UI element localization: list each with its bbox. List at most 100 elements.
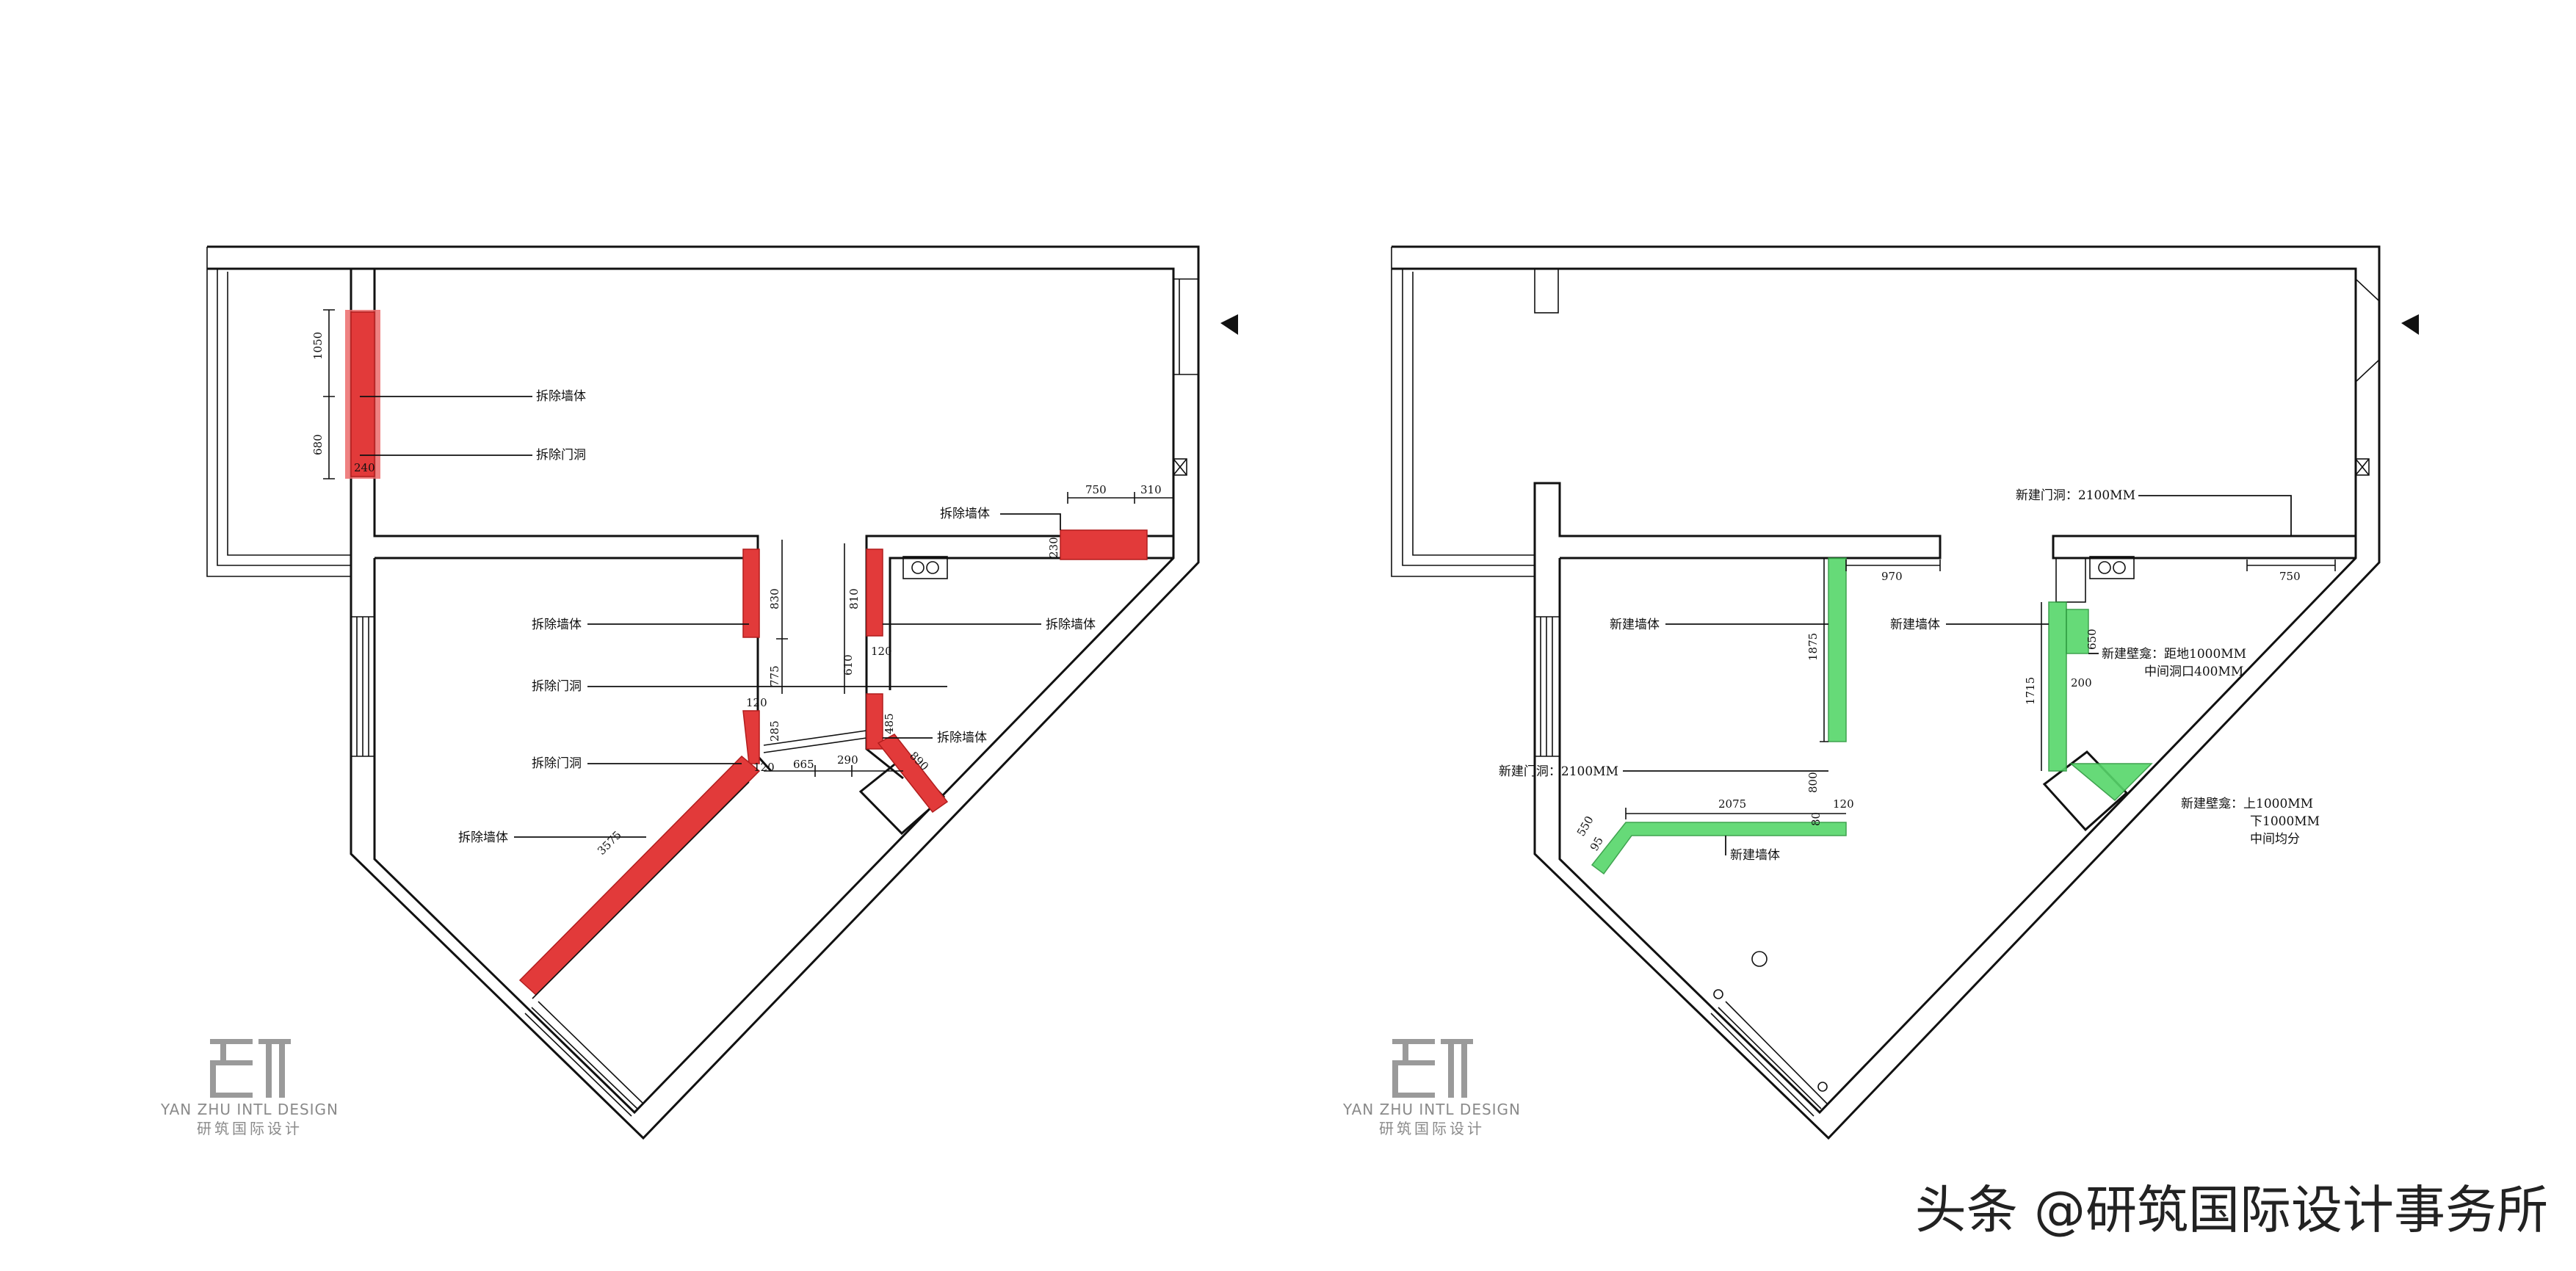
label-remove-wall-6: 拆除墙体 [937,731,987,745]
vent-cross-r [2355,458,2370,476]
label-new-wall-1: 新建墙体 [1610,618,1660,632]
label-niche-2b: 下1000MM [2250,814,2320,829]
dim-830: 830 [768,588,781,609]
window-right [1173,278,1198,375]
label-new-door-left: 新建门洞：2100MM [1499,764,1618,779]
partition-right-r [2052,535,2356,560]
label-remove-door-2: 拆除门洞 [532,679,582,694]
dim-line-bottom-center [764,765,903,777]
column-r [1534,268,1559,314]
demolish-wall-top-right [1060,529,1148,560]
dim-285: 285 [768,720,781,742]
label-remove-wall-2: 拆除墙体 [940,507,990,521]
dim-r-970: 970 [1881,570,1903,583]
brand-logo-icon [1392,1039,1473,1098]
corridor-door [763,730,867,753]
dim-line-top-right [1067,492,1174,504]
floor-drain-1 [1751,951,1768,967]
outer-wall [207,245,1200,1140]
balcony-lines [206,247,351,577]
inner-wall-r [1392,267,2357,1115]
dim-r-2075: 2075 [1718,797,1746,811]
small-room-r [2042,750,2129,832]
dim-120-c: 120 [753,761,775,774]
sink-bowl-r2 [2113,561,2126,574]
dim-r-120: 120 [1833,797,1854,811]
new-niche-2 [2069,763,2153,802]
window-left [351,616,375,757]
north-arrow-icon [2401,314,2419,335]
dim-r-1875: 1875 [1806,633,1820,661]
new-build-plan: 新建门洞：2100MM 新建墙体 新建墙体 新建壁龛：距地1000MM 中间洞口… [1391,245,2419,1140]
watermark-text: 头条 @研筑国际设计事务所 [1915,1180,2548,1240]
label-remove-wall-1: 拆除墙体 [536,389,586,404]
inner-wall [207,267,1175,1115]
brand-logo-icon [210,1039,291,1098]
dim-line-diagonal [532,781,750,999]
logo-caption-en: YAN ZHU INTL DESIGN [160,1101,339,1118]
demolish-wall-vertical-core [350,311,375,477]
dim-290: 290 [837,753,858,767]
label-niche-1a: 新建壁龛：距地1000MM [2102,647,2246,662]
demolish-wall-diagonal [518,755,761,996]
dim-r-1715: 1715 [2024,677,2037,705]
sink-bowl-1 [911,561,925,574]
dim-line-r2 [2246,560,2336,571]
logo-caption-cn: 研筑国际设计 [197,1120,303,1137]
dim-310: 310 [1140,483,1162,496]
leader-r1 [2138,495,2292,536]
dim-r-650: 650 [2085,629,2099,650]
sink-fixture [902,556,948,579]
demolition-plan: 拆除墙体 拆除门洞 拆除墙体 拆除墙体 拆除门洞 拆除门洞 拆除墙体 拆除墙体 … [206,245,1238,1140]
label-niche-2a: 新建壁龛：上1000MM [2181,797,2313,811]
dim-810: 810 [847,588,861,609]
demolish-door-left [742,710,760,764]
label-new-wall-3: 新建墙体 [1730,848,1780,863]
balcony-lines-r [1391,247,1535,577]
logo-right: YAN ZHU INTL DESIGN 研筑国际设计 [1342,1039,1521,1137]
north-arrow-icon [1220,314,1238,335]
dim-665: 665 [793,758,814,771]
leader-3 [1000,513,1061,530]
dim-r-200: 200 [2071,676,2092,689]
dim-r-550: 550 [1574,814,1596,839]
dim-120-a: 120 [871,645,892,658]
sink-bowl-r1 [2098,561,2111,574]
dim-230: 230 [1047,537,1060,558]
partition-left-r [1533,482,1942,576]
sink-bowl-2 [926,561,939,574]
window-right-r [2355,278,2380,383]
floor-drain-3 [1817,1082,1828,1092]
dim-3575: 3575 [595,828,624,858]
vent-box [1173,458,1187,476]
window-bottom-r [1710,1001,1828,1117]
dim-line-r1 [1845,560,1941,571]
dim-r-750: 750 [2279,570,2301,583]
floor-drain-2 [1713,989,1723,999]
dim-775: 775 [768,665,781,687]
dim-610: 610 [842,654,855,676]
label-remove-wall-4: 拆除墙体 [458,830,508,845]
dim-1050: 1050 [311,332,325,360]
dim-line-center [776,540,845,694]
label-niche-2c: 中间均分 [2250,832,2300,847]
dim-line-vertical-left [323,309,335,479]
vent-box-r [2355,458,2370,476]
demolish-wall-center-right [866,548,883,637]
logo-caption-en-r: YAN ZHU INTL DESIGN [1342,1101,1521,1118]
demolish-door-right [866,693,883,750]
label-new-door-top: 新建门洞：2100MM [2016,488,2135,503]
label-remove-wall-3: 拆除墙体 [532,618,582,632]
dim-r-80: 80 [1809,812,1823,826]
label-remove-wall-5: 拆除墙体 [1046,618,1096,632]
label-remove-door-3: 拆除门洞 [532,756,582,771]
label-remove-door-1: 拆除门洞 [536,448,586,463]
window-bottom [524,1001,644,1117]
demolish-wall-center-left [742,548,760,638]
dim-line-r3 [1820,558,1828,742]
window-left-r [1535,616,1560,757]
new-wall-niche [2048,601,2067,772]
dim-240: 240 [354,461,375,474]
dim-750: 750 [1085,483,1107,496]
